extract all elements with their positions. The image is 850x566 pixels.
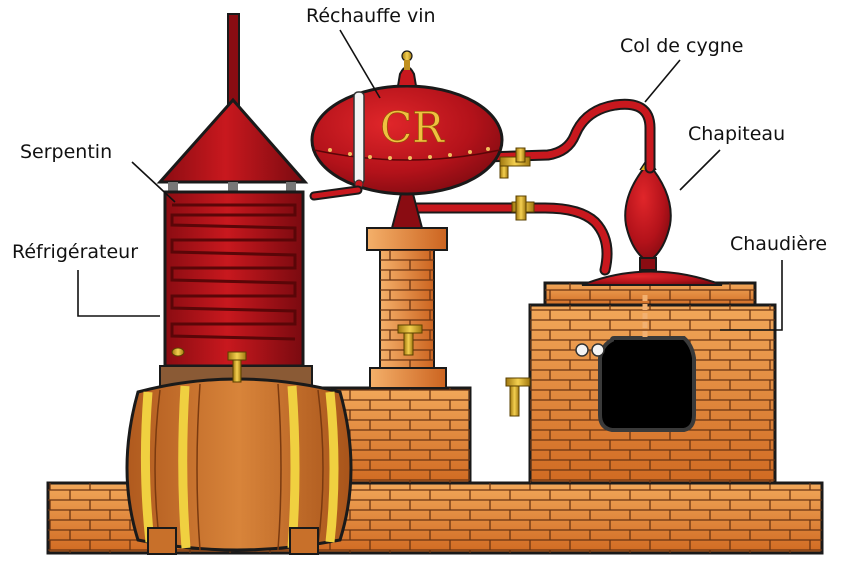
tap-icon bbox=[505, 377, 531, 417]
chaudiere-furnace bbox=[528, 281, 777, 485]
svg-text:Chapiteau: Chapiteau bbox=[688, 123, 785, 145]
chapiteau bbox=[624, 156, 672, 271]
label-rechauffe-vin: Réchauffe vin bbox=[306, 5, 436, 99]
tap-icon bbox=[397, 324, 423, 356]
boiler-dome bbox=[581, 270, 723, 286]
vessel-logo: CR bbox=[380, 103, 445, 152]
label-chaudiere: Chaudière bbox=[720, 233, 827, 331]
thermometer-icon bbox=[353, 91, 365, 185]
svg-text:Réfrigérateur: Réfrigérateur bbox=[12, 241, 138, 263]
svg-text:Chaudière: Chaudière bbox=[730, 233, 827, 255]
label-chapiteau: Chapiteau bbox=[679, 123, 785, 191]
serpentin-coil bbox=[170, 203, 297, 341]
gauge-icon bbox=[575, 343, 589, 357]
gauge-icon bbox=[591, 343, 605, 357]
refrigerateur-tank bbox=[156, 13, 313, 389]
rechauffe-vin-vessel: CR bbox=[310, 50, 504, 229]
label-col-de-cygne: Col de cygne bbox=[620, 35, 743, 103]
svg-text:Serpentin: Serpentin bbox=[20, 141, 112, 163]
tap-icon bbox=[511, 195, 535, 221]
svg-text:Col de cygne: Col de cygne bbox=[620, 35, 743, 57]
firebox-door bbox=[598, 336, 696, 432]
pillar bbox=[366, 227, 448, 389]
barrel bbox=[125, 351, 353, 555]
tap-icon bbox=[499, 147, 531, 179]
label-refrigerateur: Réfrigérateur bbox=[12, 241, 160, 317]
svg-text:Réchauffe vin: Réchauffe vin bbox=[306, 5, 436, 27]
label-serpentin: Serpentin bbox=[20, 141, 176, 203]
